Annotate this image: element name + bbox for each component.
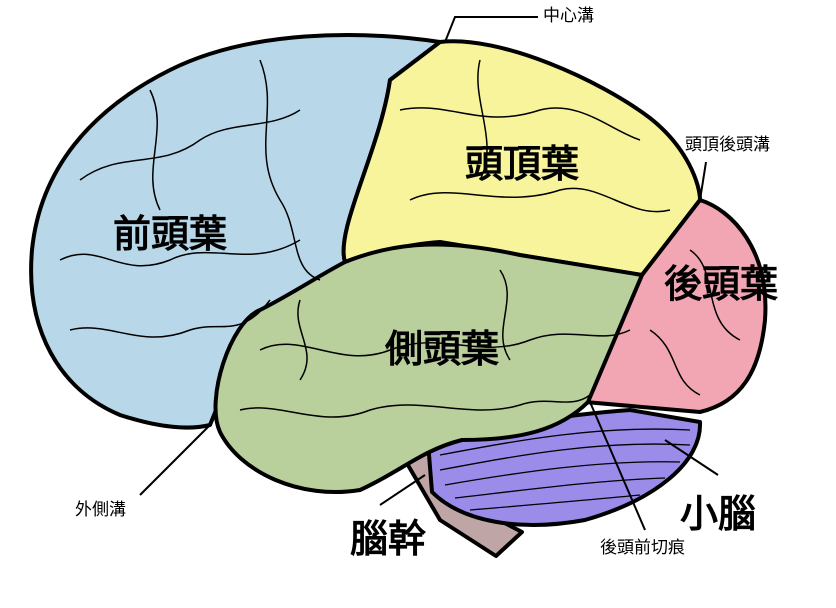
leader-lines [139, 16, 719, 531]
temporal-lobe-label: 側頭葉 [385, 327, 500, 371]
parieto-temporal-boundary [439, 241, 643, 276]
preoccipital-notch-label: 後頭前切痕 [600, 538, 685, 558]
parieto-occipital-sulcus-label: 頭頂後頭溝 [685, 135, 770, 155]
cerebellum-label: 小腦 [680, 492, 757, 536]
central-sulcus-label: 中心溝 [543, 6, 594, 26]
parietal-lobe-label: 頭頂葉 [465, 142, 580, 186]
brainstem-label: 腦幹 [350, 517, 427, 561]
cerebellum-folia [439, 428, 691, 511]
parieto-occipital-leader [699, 161, 707, 201]
occipital-lobe-label: 後頭葉 [664, 262, 779, 306]
central-sulcus-leader [444, 16, 538, 43]
lateral-sulcus-leader [139, 424, 211, 496]
brainstem-leader [379, 474, 426, 506]
frontal-lobe-label: 前頭葉 [113, 212, 228, 256]
gyri-lines [59, 59, 741, 418]
cerebellum-leader [664, 439, 719, 476]
occipital-lobe-shape [583, 198, 768, 414]
lateral-sulcus-label: 外側溝 [75, 500, 126, 520]
preoccipital-notch-leader [589, 401, 646, 531]
temporal-lobe-shape [213, 242, 644, 495]
